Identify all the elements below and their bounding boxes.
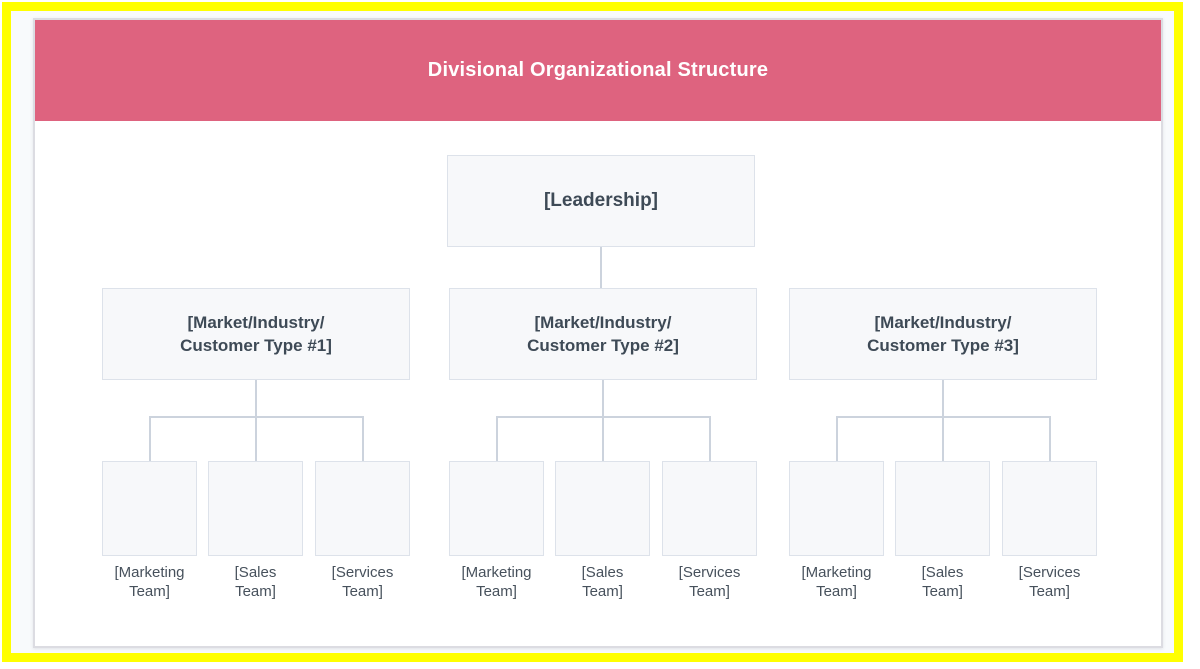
connector-drop	[836, 416, 838, 462]
team-label: [Services Team]	[678, 564, 741, 600]
connector-drop	[255, 416, 257, 462]
team-box	[789, 461, 884, 556]
team-label: [Services Team]	[331, 564, 394, 600]
team-label: [Sales Team]	[234, 564, 277, 600]
chart-title: Divisional Organizational Structure	[427, 59, 769, 81]
division-group-2: [Market/Industry/ Customer Type #2] [Mar…	[449, 288, 757, 646]
team-label: [Sales Team]	[581, 564, 624, 600]
division-label-3: [Market/Industry/ Customer Type #3]	[867, 313, 1019, 355]
team-box	[895, 461, 990, 556]
connector-stem	[255, 380, 257, 417]
team-box	[449, 461, 544, 556]
division-node-2: [Market/Industry/ Customer Type #2]	[449, 288, 757, 380]
division-label-1: [Market/Industry/ Customer Type #1]	[180, 313, 332, 355]
leadership-node: [Leadership]	[447, 155, 755, 247]
connector-drop	[942, 416, 944, 462]
connector-stem	[942, 380, 944, 417]
connector-stem	[602, 380, 604, 417]
connector-drop	[362, 416, 364, 462]
connector-drop	[1049, 416, 1051, 462]
division-node-3: [Market/Industry/ Customer Type #3]	[789, 288, 1097, 380]
team-box	[102, 461, 197, 556]
division-group-1: [Market/Industry/ Customer Type #1] [Mar…	[102, 288, 410, 646]
team-label: [Services Team]	[1018, 564, 1081, 600]
team-box	[208, 461, 303, 556]
division-group-3: [Market/Industry/ Customer Type #3] [Mar…	[789, 288, 1097, 646]
team-label: [Marketing Team]	[114, 564, 185, 600]
root-connector-line	[600, 247, 602, 288]
connector-drop	[496, 416, 498, 462]
team-label: [Marketing Team]	[801, 564, 872, 600]
division-node-1: [Market/Industry/ Customer Type #1]	[102, 288, 410, 380]
connector-drop	[602, 416, 604, 462]
team-box	[555, 461, 650, 556]
team-label: [Marketing Team]	[461, 564, 532, 600]
connector-drop	[149, 416, 151, 462]
chart-canvas: [Leadership] [Market/Industry/ Customer …	[35, 121, 1161, 646]
team-label: [Sales Team]	[921, 564, 964, 600]
leadership-label: [Leadership]	[543, 190, 659, 211]
chart-header: Divisional Organizational Structure	[35, 20, 1161, 121]
org-chart-card: Divisional Organizational Structure [Lea…	[33, 18, 1163, 648]
team-box	[315, 461, 410, 556]
team-box	[662, 461, 757, 556]
team-box	[1002, 461, 1097, 556]
division-label-2: [Market/Industry/ Customer Type #2]	[527, 313, 679, 355]
connector-drop	[709, 416, 711, 462]
